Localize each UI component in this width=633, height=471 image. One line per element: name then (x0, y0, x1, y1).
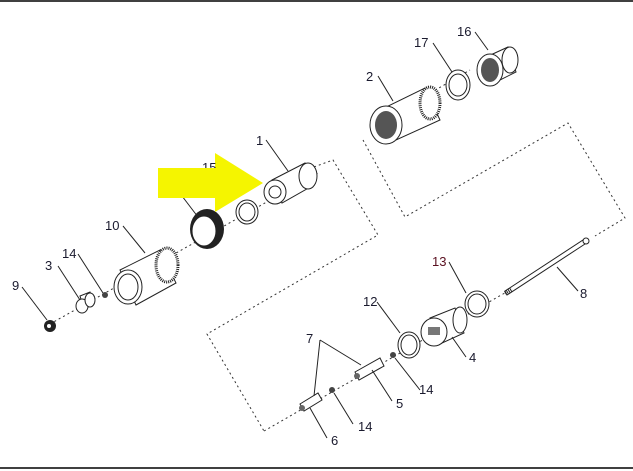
callout-14: 14 (419, 382, 433, 397)
part-5-pin (354, 357, 385, 381)
part-9-nozzle (44, 320, 56, 332)
callout-9: 9 (12, 278, 19, 293)
leader-lines (21, 31, 579, 439)
part-1-sleeve (263, 162, 318, 205)
part-8-rod (504, 237, 590, 296)
callout-3: 3 (45, 258, 52, 273)
callout-4: 4 (469, 350, 476, 365)
highlight-arrow (158, 153, 263, 212)
part-16-nut (476, 46, 519, 87)
part-15-threaded-ring (190, 209, 224, 249)
part-14-oring (102, 292, 108, 298)
part-seal-ring (235, 199, 259, 225)
callout-2: 2 (366, 69, 373, 84)
callout-12: 12 (363, 294, 377, 309)
part-4-block (420, 306, 468, 347)
callout-8: 8 (580, 286, 587, 301)
callout-17: 17 (414, 35, 428, 50)
callout-10: 10 (105, 218, 119, 233)
callout-13: 13 (432, 254, 446, 269)
part-12-washer (397, 331, 421, 359)
part-6-pin (299, 392, 323, 412)
callout-6: 6 (331, 433, 338, 448)
callout-7: 7 (306, 331, 313, 346)
part-17-washer (445, 69, 471, 101)
part-14-oring (390, 352, 396, 358)
part-13-washer (464, 290, 490, 318)
part-10-threaded-body (113, 246, 180, 306)
callout-14: 14 (358, 419, 372, 434)
part-3-cap (75, 291, 96, 314)
callout-5: 5 (396, 396, 403, 411)
callout-15-visible: 15 (202, 160, 216, 175)
callout-1: 1 (256, 133, 263, 148)
part-2-housing (369, 85, 442, 145)
part-14-oring (329, 387, 335, 393)
assembly-lines (49, 69, 626, 432)
callout-14: 14 (62, 246, 76, 261)
callout-16: 16 (457, 24, 471, 39)
